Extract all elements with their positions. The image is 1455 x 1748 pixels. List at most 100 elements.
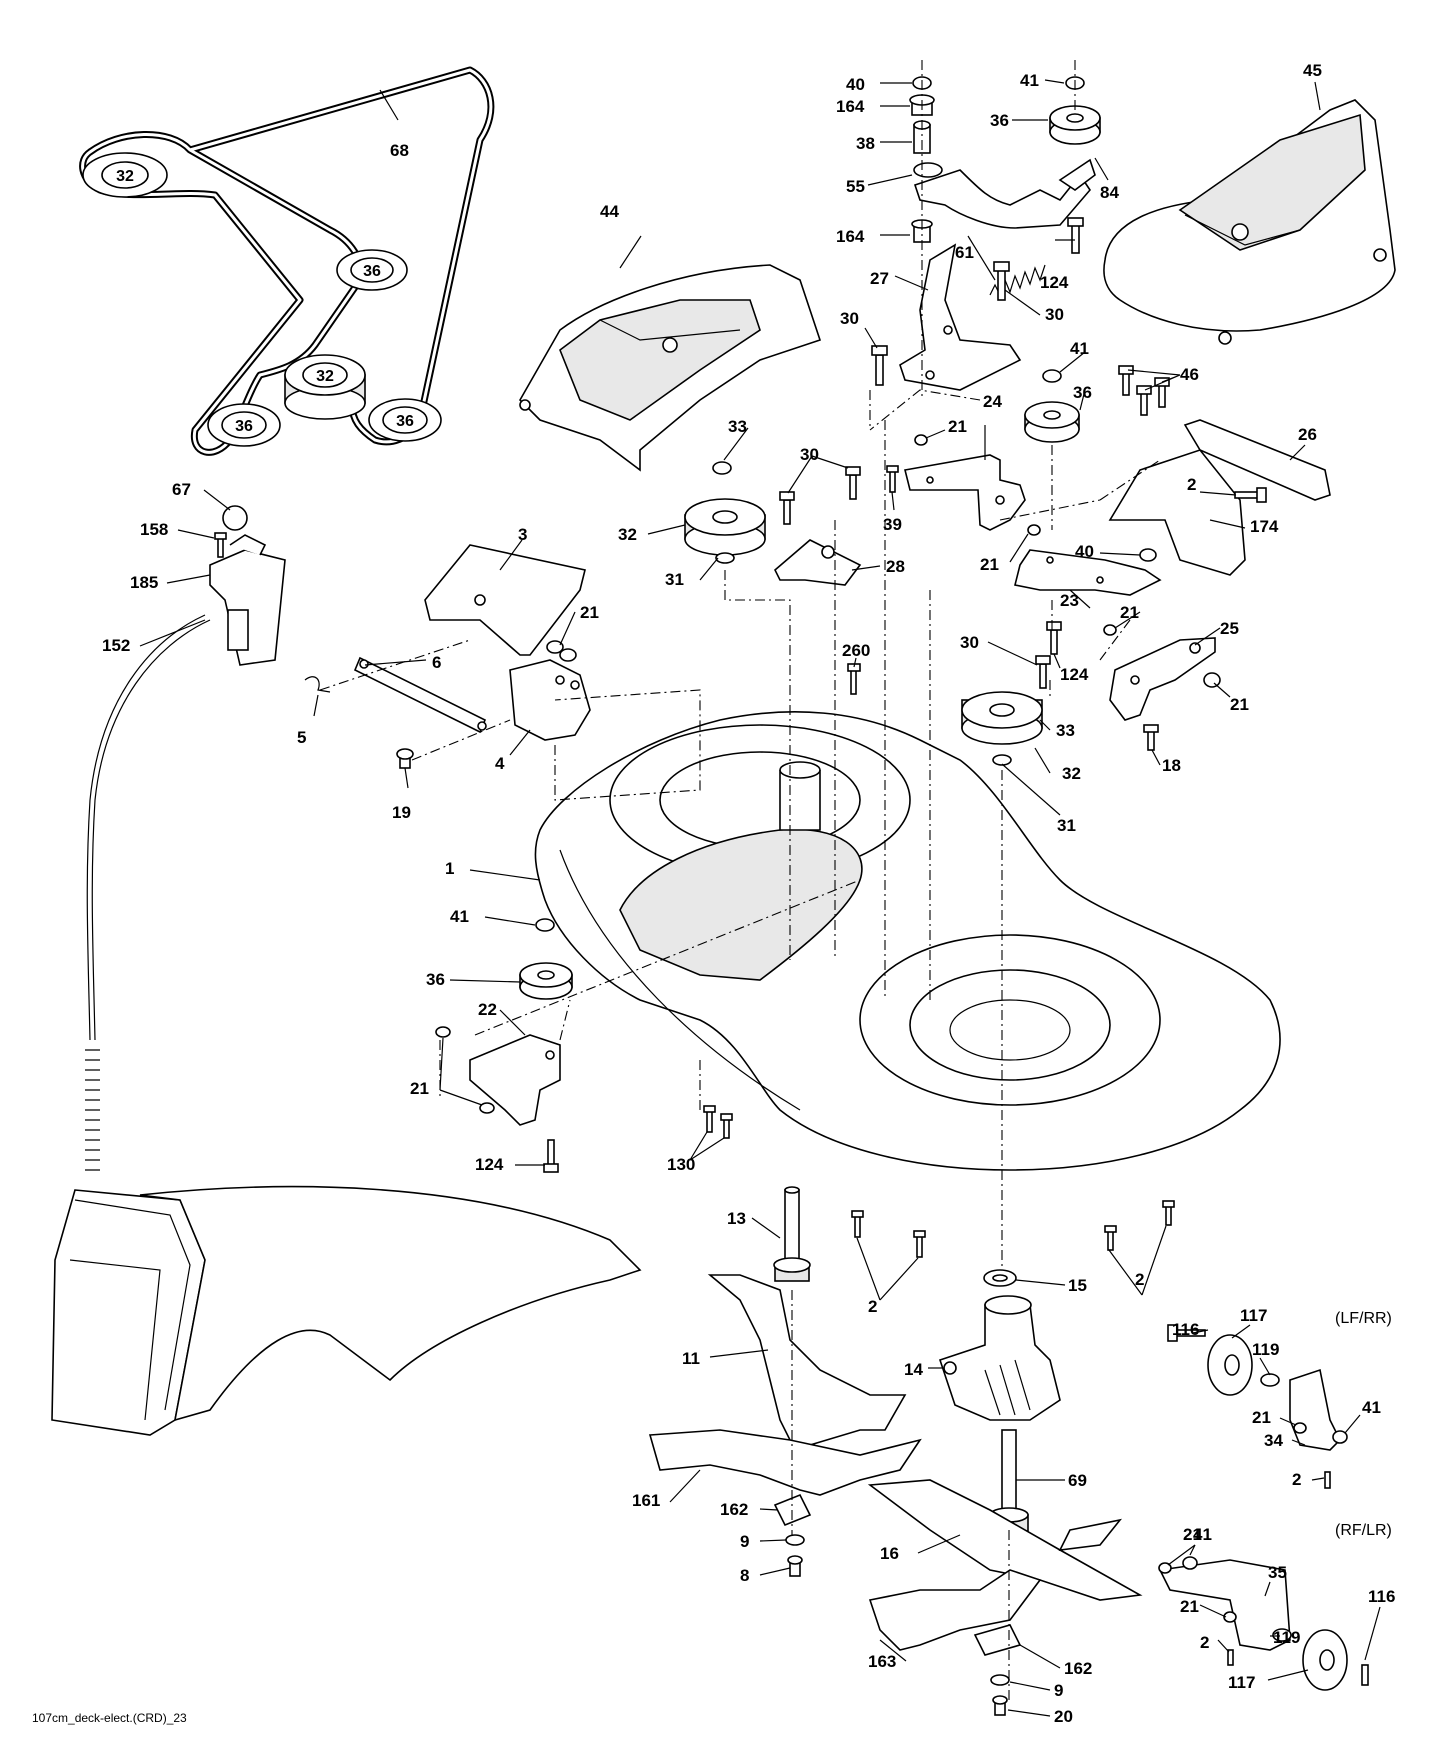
callout: 2 xyxy=(868,1297,877,1316)
nut-41-mid xyxy=(1042,369,1062,383)
callout: 31 xyxy=(1057,816,1076,835)
bolt-30-c xyxy=(1035,655,1051,689)
callout: 31 xyxy=(665,570,684,589)
callout: 3 xyxy=(518,525,527,544)
callout: 40 xyxy=(846,75,865,94)
idler-arm-55 xyxy=(913,158,1096,229)
spindle-housing-14 xyxy=(938,1295,1061,1421)
callout: 116 xyxy=(1172,1320,1199,1339)
nut-21-d xyxy=(1203,672,1221,688)
bolt-19 xyxy=(396,748,414,769)
wheel-assembly-rf-lr xyxy=(1158,1556,1369,1691)
bolt-18 xyxy=(1143,724,1159,751)
blade-11 xyxy=(707,1274,907,1451)
callout: 152 xyxy=(102,636,130,655)
callout: 61 xyxy=(955,243,974,262)
pulley-label: 36 xyxy=(396,413,414,430)
callout: 36 xyxy=(990,111,1009,130)
callout: 162 xyxy=(1064,1659,1092,1678)
callout: 26 xyxy=(1298,425,1317,444)
callout: 21 xyxy=(948,417,967,436)
callout: 20 xyxy=(1054,1707,1073,1726)
callout: 11 xyxy=(682,1349,700,1368)
nut-33-left xyxy=(712,461,732,475)
callout: 4 xyxy=(495,754,505,773)
bracket-24 xyxy=(904,454,1026,531)
callout: 44 xyxy=(600,202,619,221)
bolt-8 xyxy=(787,1555,803,1577)
cable-152 xyxy=(85,614,211,1171)
nut-21-a xyxy=(1027,524,1041,536)
callout: 30 xyxy=(840,309,859,328)
callout: 1 xyxy=(445,859,454,878)
callout: 21 xyxy=(1120,603,1139,622)
bushing-164-lower xyxy=(911,219,933,243)
callout: 45 xyxy=(1303,61,1322,80)
callout: 119 xyxy=(1273,1628,1300,1647)
variant-label-lf-rr: (LF/RR) xyxy=(1335,1310,1392,1327)
callout: 21 xyxy=(1230,695,1249,714)
blade-161 xyxy=(648,1429,922,1496)
callout: 158 xyxy=(140,520,168,539)
callout: 41 xyxy=(1193,1525,1212,1544)
washer-9-right xyxy=(990,1674,1010,1686)
pulley-36-mid xyxy=(1024,401,1080,443)
wheel-assembly-lf-rr xyxy=(1167,1324,1348,1489)
pulley-label: 36 xyxy=(235,418,253,435)
pulley-32-left xyxy=(684,498,766,556)
bracket-162-right xyxy=(973,1624,1022,1656)
belt-cover-right xyxy=(1103,99,1396,345)
pulley-36-top xyxy=(1049,105,1101,145)
callout: 124 xyxy=(1060,665,1089,684)
mower-deck-housing xyxy=(534,711,1281,1171)
callout: 36 xyxy=(1073,383,1092,402)
callout: 130 xyxy=(667,1155,695,1174)
callout: 25 xyxy=(1220,619,1239,638)
callout: 164 xyxy=(836,97,865,116)
nuts-21-bracket xyxy=(546,640,577,662)
pulley-label: 36 xyxy=(363,263,381,280)
bracket-28 xyxy=(774,539,862,586)
callout: 21 xyxy=(580,603,599,622)
clutch-185 xyxy=(209,534,286,666)
nut-41-left xyxy=(535,918,555,932)
callout: 124 xyxy=(1040,273,1069,292)
callout: 68 xyxy=(390,141,409,160)
spacer-38 xyxy=(913,120,931,154)
callout: 5 xyxy=(297,728,306,747)
variant-label-rf-lr: (RF/LR) xyxy=(1335,1522,1392,1539)
callout: 124 xyxy=(475,1155,504,1174)
callout: 2 xyxy=(1200,1633,1209,1652)
callout: 174 xyxy=(1250,517,1279,536)
pulley-32-right xyxy=(961,691,1043,745)
bolt-30-b xyxy=(871,345,888,386)
nuts-21-left xyxy=(435,1026,495,1114)
washer-31-right xyxy=(992,754,1012,766)
callout: 18 xyxy=(1162,756,1181,775)
spindle-shaft-13 xyxy=(773,1186,811,1282)
bracket-4 xyxy=(509,659,591,741)
callout: 33 xyxy=(728,417,747,436)
callout: 30 xyxy=(1045,305,1064,324)
callout: 185 xyxy=(130,573,158,592)
callout: 21 xyxy=(1180,1597,1199,1616)
callout: 35 xyxy=(1268,1563,1287,1582)
grass-chute-131 xyxy=(51,1185,642,1436)
callout: 117 xyxy=(1228,1673,1255,1692)
belt-cover-left xyxy=(519,264,822,472)
callout: 24 xyxy=(983,392,1002,411)
pin-5 xyxy=(304,676,331,693)
callout: 21 xyxy=(1252,1408,1271,1427)
callout: 2 xyxy=(1135,1270,1144,1289)
plate-23 xyxy=(1014,549,1162,596)
blade-16 xyxy=(867,1479,1143,1601)
bolt-30-a xyxy=(993,261,1010,301)
callout: 46 xyxy=(1180,365,1199,384)
callout: 21 xyxy=(980,555,999,574)
callout: 13 xyxy=(727,1209,746,1228)
bolt-20 xyxy=(992,1695,1008,1716)
callout: 23 xyxy=(1060,591,1079,610)
washer-31-left xyxy=(715,552,735,564)
callout: 260 xyxy=(842,641,870,660)
bolt-124-right xyxy=(1046,621,1062,655)
